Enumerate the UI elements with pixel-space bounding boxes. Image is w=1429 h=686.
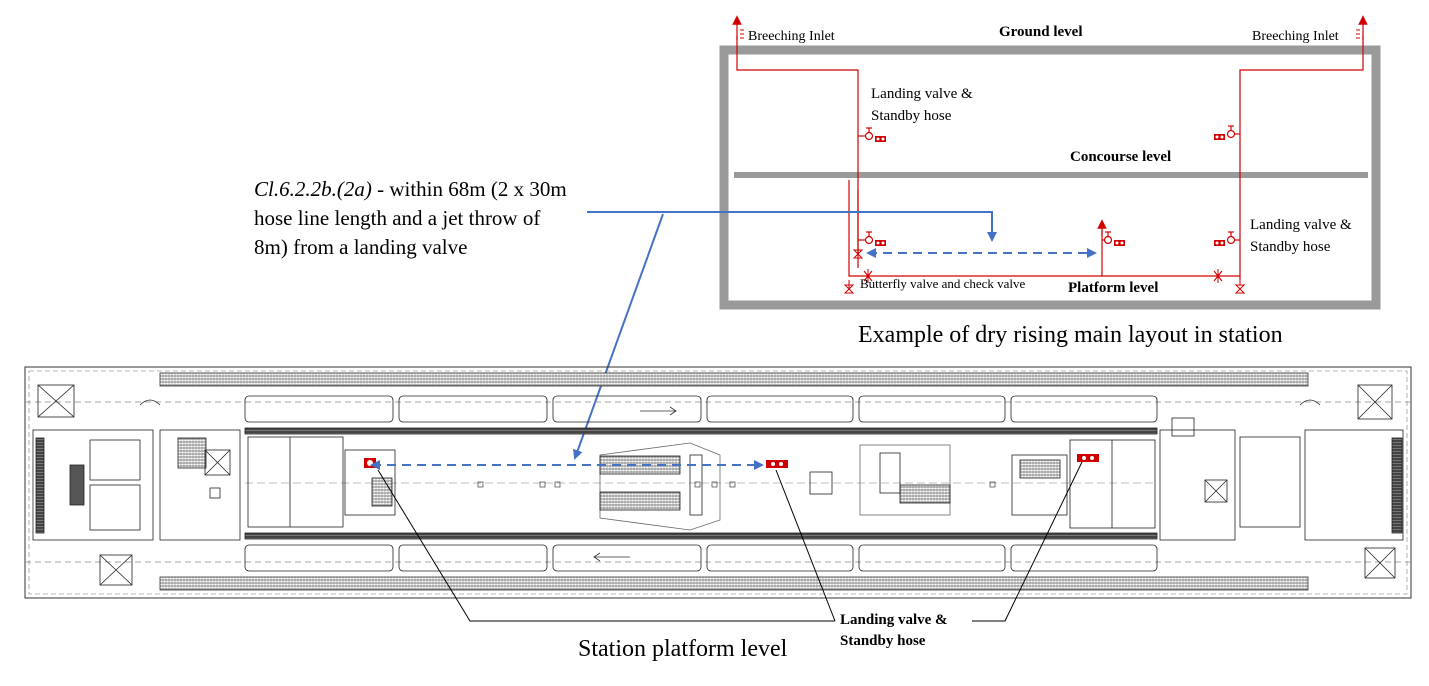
platform-level-label: Platform level xyxy=(1068,280,1159,296)
drain-valve-upper-icon xyxy=(852,249,864,259)
track-bed-top xyxy=(159,372,1309,387)
clause-callout-text: Cl.6.2.2b.(2a) - within 68m (2 x 30m hos… xyxy=(254,175,574,262)
breeching-inlet-right-label: Breeching Inlet xyxy=(1252,29,1339,44)
direction-arrow-top-icon xyxy=(640,406,677,416)
landing-valve-right-label-line2: Standby hose xyxy=(1250,239,1331,255)
plan-landing-valve-right-icon xyxy=(1077,454,1099,462)
breeching-left-coupling-icon xyxy=(740,29,744,39)
landing-valve-upper-label-line1: Landing valve & xyxy=(871,86,973,102)
landing-valve-concourse-left-icon xyxy=(864,127,887,143)
plan-leader-lines xyxy=(377,461,1083,622)
concourse-level-label: Concourse level xyxy=(1070,149,1172,165)
butterfly-valve-label: Butterfly valve and check valve xyxy=(860,276,1026,291)
landing-valve-platform-left-icon xyxy=(864,231,887,247)
plan-landing-valve-label-line1: Landing valve & xyxy=(840,612,948,628)
landing-valve-concourse-right-icon xyxy=(1213,125,1236,141)
drain-valve-right-icon xyxy=(1234,280,1246,294)
train-cars-top xyxy=(244,395,1158,423)
schematic-caption: Example of dry rising main layout in sta… xyxy=(858,322,1283,348)
callout-arrow-plan xyxy=(573,213,664,460)
dry-riser-schematic xyxy=(719,15,1381,310)
direction-arrow-bottom-icon xyxy=(593,552,630,562)
landing-valve-right-label-line1: Landing valve & xyxy=(1250,217,1352,233)
landing-valve-platform-right-icon xyxy=(1213,231,1236,247)
breeching-inlet-left-label: Breeching Inlet xyxy=(748,29,835,44)
landing-valve-platform-mid-icon xyxy=(1103,231,1126,247)
schematic-frame xyxy=(719,45,1381,310)
centre-escalators xyxy=(599,442,721,531)
centre-right-stairs xyxy=(809,444,951,516)
train-cars-bottom xyxy=(244,544,1158,572)
clause-reference: Cl.6.2.2b.(2a) xyxy=(254,177,372,201)
left-platform-rooms xyxy=(247,436,396,528)
track-bed-bottom xyxy=(159,576,1309,591)
plan-caption: Station platform level xyxy=(578,636,788,662)
plan-landing-valve-centre-icon xyxy=(766,460,788,468)
breeching-right-coupling-icon xyxy=(1356,29,1360,39)
drain-valve-left-icon xyxy=(843,280,855,294)
clause-description: - within 68m (2 x 30m hose line length a… xyxy=(254,177,567,259)
landing-valve-upper-label-line2: Standby hose xyxy=(871,108,952,124)
callout-arrow-schematic xyxy=(587,211,997,242)
right-end-rooms xyxy=(1159,384,1404,579)
left-end-rooms xyxy=(32,384,241,586)
plan-landing-valve-label-line2: Standby hose xyxy=(840,633,926,649)
station-platform-plan xyxy=(24,366,1412,599)
plan-landing-valve-label: Landing valve & Standby hose xyxy=(840,610,948,652)
ground-level-label: Ground level xyxy=(999,24,1083,40)
clause-callout-arrows xyxy=(573,211,997,460)
right-platform-rooms xyxy=(1011,439,1156,529)
plan-landing-valves xyxy=(364,454,1099,468)
platform-columns xyxy=(477,481,996,488)
